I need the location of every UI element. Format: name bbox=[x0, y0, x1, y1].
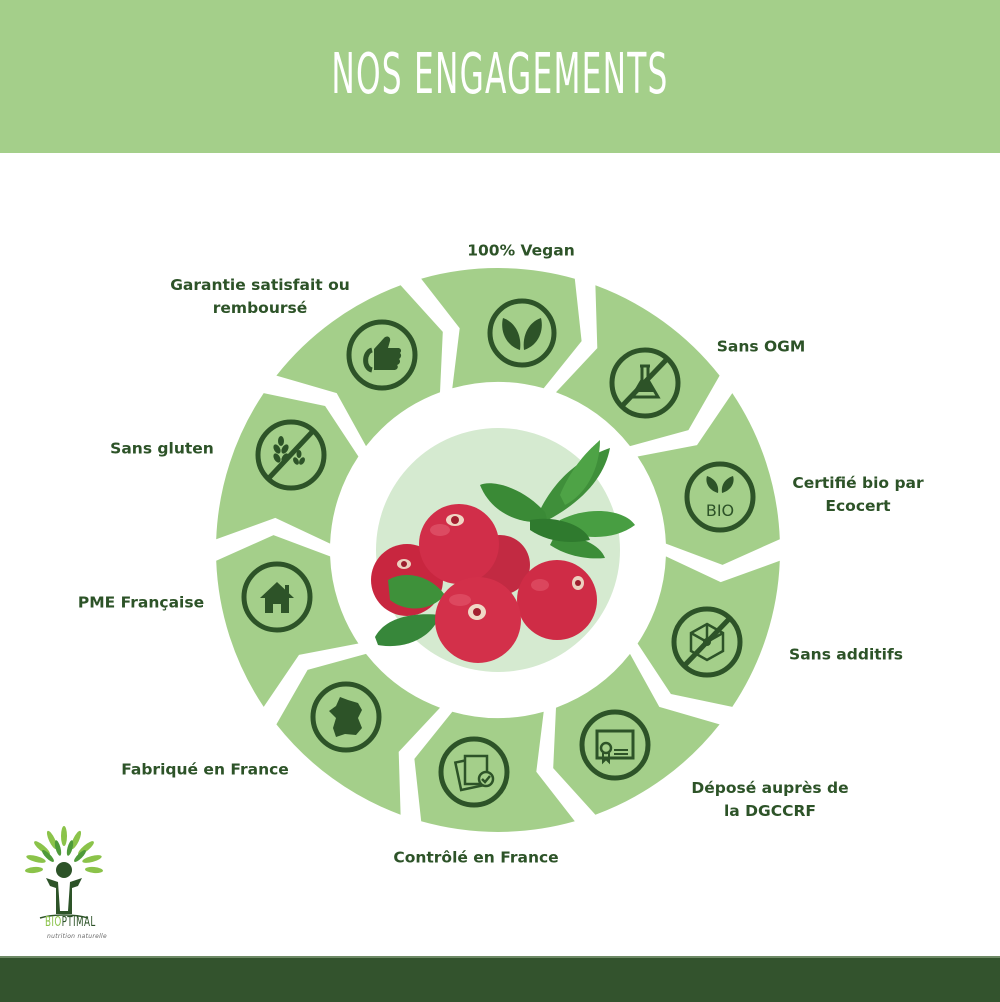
thumbs-up-icon bbox=[346, 319, 418, 391]
no-gmo-flask-icon bbox=[609, 347, 681, 419]
leaves-icon bbox=[487, 298, 557, 368]
ring-segment bbox=[556, 285, 720, 447]
label-certifie-bio: Certifié bio par Ecocert bbox=[792, 474, 924, 515]
ring-segment bbox=[553, 653, 720, 815]
brand-tagline: nutrition naturelle bbox=[47, 933, 108, 940]
label-dgccrf: Déposé auprès de la DGCCRF bbox=[691, 779, 849, 820]
label-pme-francaise: PME Française bbox=[77, 593, 205, 612]
bio-leaf-icon: BIO bbox=[684, 461, 756, 533]
house-icon bbox=[241, 561, 313, 633]
footer-bar bbox=[0, 956, 1000, 1002]
header-banner: NOS ENGAGEMENTS bbox=[0, 0, 1000, 153]
ring-segment bbox=[276, 653, 440, 815]
label-sans-additifs: Sans additifs bbox=[789, 645, 903, 664]
france-map-icon bbox=[310, 681, 382, 753]
clipboard-check-icon bbox=[438, 736, 510, 808]
bioptimal-logo bbox=[25, 826, 103, 919]
certificate-icon bbox=[579, 709, 651, 781]
label-controle-france: Contrôlé en France bbox=[393, 848, 559, 867]
page-title: NOS ENGAGEMENTS bbox=[331, 42, 669, 107]
ring-segment bbox=[216, 393, 359, 544]
brand-name: BIOPTIMAL bbox=[45, 915, 96, 930]
label-fabrique-france: Fabriqué en France bbox=[121, 760, 289, 779]
label-vegan: 100% Vegan bbox=[467, 241, 575, 260]
cranberries-image bbox=[371, 440, 635, 663]
label-garantie: Garantie satisfait ou remboursé bbox=[170, 276, 350, 317]
no-additives-molecule-icon bbox=[671, 606, 743, 678]
ring-segment bbox=[637, 556, 780, 707]
no-gluten-wheat-icon bbox=[255, 419, 327, 491]
ring-segment bbox=[421, 268, 582, 389]
svg-text:BIO: BIO bbox=[706, 501, 734, 520]
label-sans-gluten: Sans gluten bbox=[110, 439, 214, 458]
ring-segment bbox=[414, 711, 575, 832]
label-sans-ogm: Sans OGM bbox=[716, 337, 806, 356]
